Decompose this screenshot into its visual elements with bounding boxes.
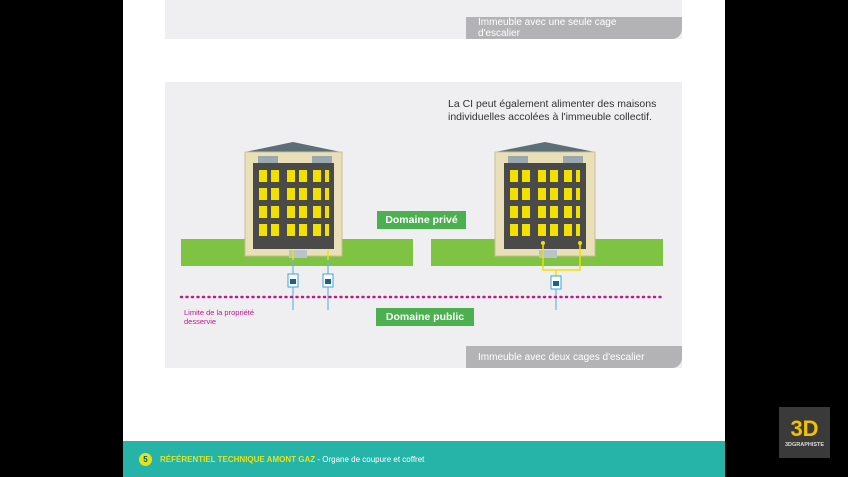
property-limit-label-line1: Limite de la propriété — [184, 308, 255, 317]
page-footer: 5 RÉFÉRENTIEL TECHNIQUE AMONT GAZ - Orga… — [123, 441, 725, 477]
meter-box-2 — [322, 273, 334, 310]
top-illustration-panel: Immeuble avec une seule cage d'escalier — [165, 0, 682, 39]
building-diagram — [179, 142, 665, 310]
page-number: 5 — [139, 452, 152, 466]
footer-title-strong: RÉFÉRENTIEL TECHNIQUE AMONT GAZ — [160, 454, 316, 464]
footer-subtitle: - Organe de coupure et coffret — [315, 454, 425, 464]
meter-box-3 — [550, 275, 562, 310]
document-page: Immeuble avec une seule cage d'escalier — [123, 0, 725, 477]
diagram-note: La CI peut également alimenter des maiso… — [448, 98, 657, 123]
property-limit-label-line2: desservie — [184, 317, 217, 326]
main-illustration-panel: La CI peut également alimenter des maiso… — [165, 82, 682, 368]
domaine-public-label: Domaine public — [376, 308, 474, 326]
main-caption: Immeuble avec deux cages d'escalier — [466, 346, 682, 368]
meter-box-1 — [287, 273, 299, 310]
logo-text: 3DGRAPHISTE — [784, 441, 825, 448]
top-caption: Immeuble avec une seule cage d'escalier — [466, 17, 682, 39]
footer-title: RÉFÉRENTIEL TECHNIQUE AMONT GAZ - Organe… — [160, 455, 424, 464]
building-one-stairwell — [244, 142, 343, 274]
building-two-stairwells — [494, 142, 596, 276]
logo-mark: 3D — [790, 415, 819, 441]
watermark-logo: 3D 3DGRAPHISTE — [779, 407, 830, 458]
domaine-prive-label: Domaine privé — [377, 211, 466, 229]
property-limit-label: Limite de la propriété desservie — [184, 308, 254, 326]
